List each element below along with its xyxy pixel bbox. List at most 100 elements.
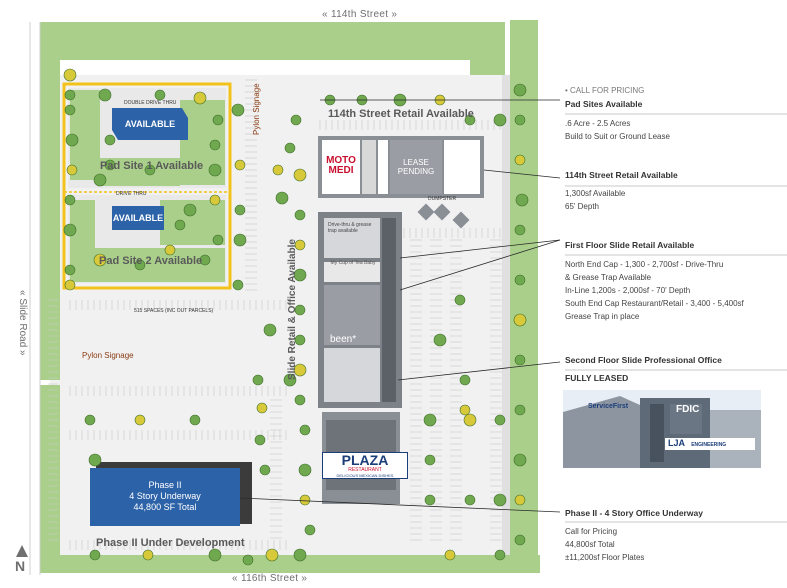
first-floor-item-2: & Grease Trap Available [565, 273, 652, 282]
tree [63, 223, 77, 237]
dumpster-group [417, 203, 470, 229]
tree [294, 334, 306, 346]
phase2-item-3: ±11,200sf Floor Plates [565, 553, 645, 562]
pad-site-2-building [112, 206, 164, 230]
tree [254, 434, 266, 446]
trees [63, 68, 529, 566]
tree [299, 424, 311, 436]
tree [104, 159, 116, 171]
tree [183, 203, 197, 217]
tree [84, 414, 96, 426]
second-floor-heading: Second Floor Slide Professional Office [565, 355, 722, 365]
pylon-signage-top: Pylon Signage [252, 83, 261, 135]
tree [63, 68, 77, 82]
fdic-sign: FDIC [676, 404, 700, 415]
legend-phase2: Phase II - 4 Story Office Underway Call … [565, 508, 785, 564]
street-label-top: « 114th Street » [322, 9, 398, 20]
phase-2-label: Phase II Under Development [96, 537, 245, 549]
legend-second-floor: Second Floor Slide Professional Office F… [565, 355, 785, 383]
first-floor-item-3: In-Line 1,200s - 2,000sf - 70' Depth [565, 286, 691, 295]
tree [93, 253, 107, 267]
tree [93, 173, 107, 187]
tree [293, 548, 307, 562]
tree [293, 363, 307, 377]
tree [88, 453, 102, 467]
tree [134, 414, 146, 426]
retail-114-title: 114th Street Retail Available [328, 108, 474, 120]
legend-panel: • CALL FOR PRICING Pad Sites Available .… [565, 84, 785, 143]
first-floor-item-1: North End Cap - 1,300 - 2,700sf - Drive-… [565, 260, 724, 269]
legend-first-floor: First Floor Slide Retail Available North… [565, 240, 785, 323]
tree [514, 534, 526, 546]
call-for-pricing: • CALL FOR PRICING [565, 86, 645, 95]
beenet-sign: been* [330, 334, 357, 345]
tree [514, 224, 526, 236]
first-floor-item-5: Grease Trap in place [565, 312, 640, 321]
tree [231, 103, 245, 117]
tree [513, 313, 527, 327]
tree [233, 233, 247, 247]
tree [494, 549, 506, 561]
pylon-signage-left: Pylon Signage [82, 351, 134, 360]
lja-sign: LJA ENGINEERING [668, 438, 726, 448]
tree [284, 142, 296, 154]
tree [463, 413, 477, 427]
tree [232, 279, 244, 291]
grass-strip-top [45, 22, 505, 75]
tree [208, 163, 222, 177]
pad-sites-item-1: .6 Acre - 2.5 Acres [565, 119, 631, 128]
tree [294, 239, 306, 251]
phase-2-line2: 4 Story Underway [129, 491, 201, 501]
phase2-item-1: Call for Pricing [565, 527, 618, 536]
tree [64, 104, 76, 116]
tree [275, 191, 289, 205]
legend-retail114: 114th Street Retail Available 1,300sf Av… [565, 170, 785, 213]
tree [104, 134, 116, 146]
tree [209, 139, 221, 151]
plaza-sub1: RESTAURANT [348, 467, 382, 473]
lja-engineering: ENGINEERING [691, 442, 727, 448]
tree [294, 209, 306, 221]
first-floor-heading: First Floor Slide Retail Available [565, 240, 695, 250]
pad-site-2-label: Pad Site 2 Available [99, 255, 203, 267]
tree [242, 554, 254, 566]
north-arrow [16, 545, 28, 557]
tree [193, 91, 207, 105]
tree [299, 494, 311, 506]
tree [64, 194, 76, 206]
tree [199, 254, 211, 266]
grass-strip-bottom [40, 555, 540, 573]
tree [234, 159, 246, 171]
tree [98, 88, 112, 102]
tree [294, 304, 306, 316]
fully-leased: FULLY LEASED [565, 373, 629, 383]
first-floor-item-4: South End Cap Restaurant/Retail - 3,400 … [565, 299, 744, 308]
tree [298, 463, 312, 477]
tree [464, 494, 476, 506]
tree [294, 394, 306, 406]
tree [263, 323, 277, 337]
tree [304, 524, 316, 536]
tree [514, 404, 526, 416]
retail114-heading: 114th Street Retail Available [565, 170, 678, 180]
street-label-bottom: « 116th Street » [232, 573, 308, 584]
tree [514, 354, 526, 366]
tree [208, 548, 222, 562]
tree [513, 453, 527, 467]
plaza-sub2: DELICIOUS MEXICAN DISHES [336, 473, 394, 478]
tree [459, 404, 471, 416]
tree [66, 164, 78, 176]
phase-2-box-text: Phase II 4 Story Underway 44,800 SF Tota… [90, 480, 240, 513]
tree [423, 413, 437, 427]
tree [514, 274, 526, 286]
tree [464, 114, 476, 126]
spaces-note: 515 SPACES (INC OUT PARCELS) [134, 308, 214, 314]
tree [189, 414, 201, 426]
plaza-sign: PLAZA RESTAURANT DELICIOUS MEXICAN DISHE… [322, 452, 408, 479]
tree [64, 89, 76, 101]
tree [252, 374, 264, 386]
phase-2-line3: 44,800 SF Total [133, 502, 197, 512]
compass-n: N [15, 558, 26, 574]
grass-strip-right [510, 20, 538, 575]
tree [493, 113, 507, 127]
